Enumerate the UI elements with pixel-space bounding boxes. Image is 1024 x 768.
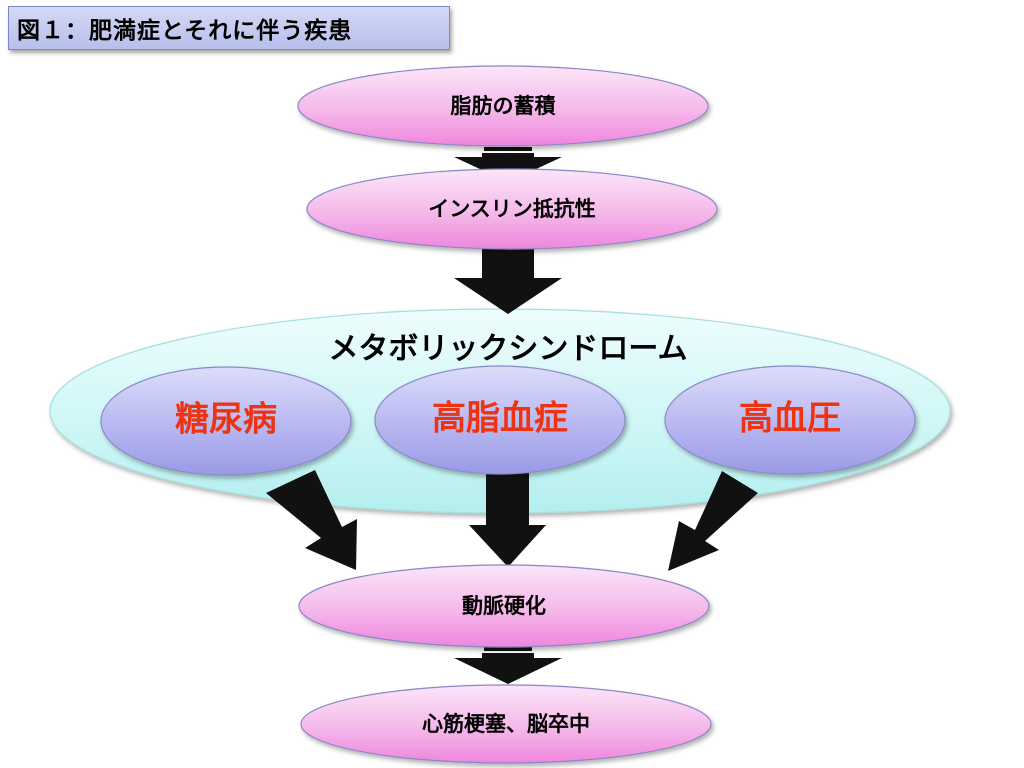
- node-arteriosclerosis: [298, 564, 710, 648]
- node-cardio-cerebral-label: 心筋梗塞、脳卒中: [422, 712, 590, 736]
- node-insulin-resistance-label: インスリン抵抗性: [428, 197, 596, 221]
- node-diabetes: [100, 366, 352, 476]
- node-diabetes-label: 糖尿病: [175, 400, 277, 440]
- arrow-diabetes-to-arteriosclerosis: [266, 470, 357, 570]
- node-cardio-cerebral: [300, 684, 712, 764]
- node-fat-accumulation-label: 脂肪の蓄積: [451, 94, 557, 118]
- node-hyperlipidemia: [374, 365, 626, 475]
- metabolic-syndrome-label: メタボリックシンドローム: [328, 332, 687, 367]
- figure-title: 図１：肥満症とそれに伴う疾患: [8, 6, 450, 50]
- node-hypertension: [664, 365, 916, 475]
- arrow-hyperlipidemia-to-arteriosclerosis: [469, 468, 546, 567]
- node-insulin-resistance: [306, 168, 718, 250]
- arrow-hypertension-to-arteriosclerosis: [668, 471, 758, 571]
- node-arteriosclerosis-label: 動脈硬化: [462, 594, 546, 618]
- node-fat-accumulation: [297, 65, 709, 147]
- node-hypertension-label: 高血圧: [739, 399, 841, 439]
- node-hyperlipidemia-label: 高脂血症: [432, 399, 568, 439]
